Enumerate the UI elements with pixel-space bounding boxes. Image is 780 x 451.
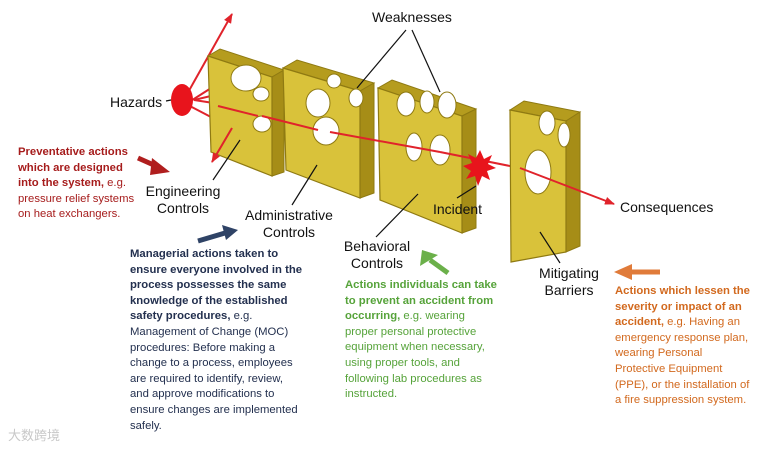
- managerial-plain-4: are required to identify, review,: [130, 372, 325, 388]
- managerial-note: Managerial actions taken to ensure every…: [130, 247, 325, 434]
- consequences-label: Consequences: [620, 199, 713, 216]
- individual-mixed-rest: e.g. wearing: [400, 310, 465, 322]
- managerial-plain-6: ensure changes are implemented: [130, 403, 325, 419]
- managerial-plain-2: procedures: Before making a: [130, 341, 325, 357]
- individual-plain-2: equipment when necessary,: [345, 340, 515, 356]
- individual-plain-3: using proper tools, and: [345, 356, 515, 372]
- managerial-mixed-bold: safety procedures,: [130, 310, 230, 322]
- managerial-bold-2: ensure everyone involved in the: [130, 264, 302, 276]
- lessen-arrow-icon: [614, 264, 660, 280]
- behavioral-controls-label: Behavioral Controls: [338, 238, 416, 272]
- lessen-plain-5: a fire suppression system.: [615, 393, 775, 409]
- preventative-mixed-rest: e.g.: [104, 177, 126, 189]
- preventative-bold-2: which are designed: [18, 162, 123, 174]
- weaknesses-label: Weaknesses: [372, 9, 452, 26]
- managerial-plain-5: and approve modifications to: [130, 387, 325, 403]
- hazard-pointer: [166, 100, 171, 101]
- incident-label: Incident: [433, 201, 482, 218]
- preventative-mixed-bold: into the system,: [18, 177, 104, 189]
- individual-plain-1: proper personal protective: [345, 325, 515, 341]
- lessen-mixed-rest: e.g. Having an: [664, 316, 740, 328]
- slice-mitigating: [510, 101, 580, 262]
- individual-plain-4: following lab procedures as: [345, 372, 515, 388]
- individual-bold-2: to prevent an accident from: [345, 295, 493, 307]
- watermark: 大数跨境: [8, 425, 60, 444]
- mitigating-line-1: Mitigating: [532, 265, 606, 282]
- hazards-label: Hazards: [110, 94, 162, 111]
- lessen-plain-3: Protective Equipment: [615, 362, 775, 378]
- preventative-plain-1: pressure relief systems: [18, 192, 153, 208]
- lessen-bold-2: severity or impact of an: [615, 301, 742, 313]
- managerial-plain-1: Management of Change (MOC): [130, 325, 325, 341]
- lessen-note: Actions which lessen the severity or imp…: [615, 284, 775, 409]
- mitigating-line-2: Barriers: [532, 282, 606, 299]
- managerial-mixed-rest: e.g.: [230, 310, 252, 322]
- lessen-plain-1: emergency response plan,: [615, 331, 775, 347]
- preventative-note: Preventative actions which are designed …: [18, 145, 153, 223]
- behavioral-line-1: Behavioral: [338, 238, 416, 255]
- behavioral-line-2: Controls: [338, 255, 416, 272]
- lessen-bold-1: Actions which lessen the: [615, 285, 750, 297]
- managerial-bold-4: knowledge of the established: [130, 295, 288, 307]
- lessen-plain-4: (PPE), or the installation of: [615, 378, 775, 394]
- managerial-bold-3: process possesses the same: [130, 279, 286, 291]
- preventative-plain-2: on heat exchangers.: [18, 207, 153, 223]
- managerial-plain-7: safely.: [130, 419, 325, 435]
- managerial-arrow-icon: [198, 225, 238, 241]
- preventative-bold-1: Preventative actions: [18, 146, 128, 158]
- administrative-line-2: Controls: [234, 224, 344, 241]
- slice-administrative: [283, 60, 374, 198]
- individual-plain-5: instructed.: [345, 387, 515, 403]
- individual-bold-1: Actions individuals can take: [345, 279, 497, 291]
- lessen-plain-2: wearing Personal: [615, 346, 775, 362]
- hazard-blob: [171, 84, 193, 116]
- individual-note: Actions individuals can take to prevent …: [345, 278, 515, 403]
- lessen-mixed-bold: accident,: [615, 316, 664, 328]
- administrative-controls-label: Administrative Controls: [234, 207, 344, 241]
- mitigating-barriers-label: Mitigating Barriers: [532, 265, 606, 299]
- managerial-plain-3: change to a process, employees: [130, 356, 325, 372]
- individual-arrow-icon: [420, 250, 448, 273]
- individual-mixed-bold: occurring,: [345, 310, 400, 322]
- administrative-line-1: Administrative: [234, 207, 344, 224]
- managerial-bold-1: Managerial actions taken to: [130, 248, 278, 260]
